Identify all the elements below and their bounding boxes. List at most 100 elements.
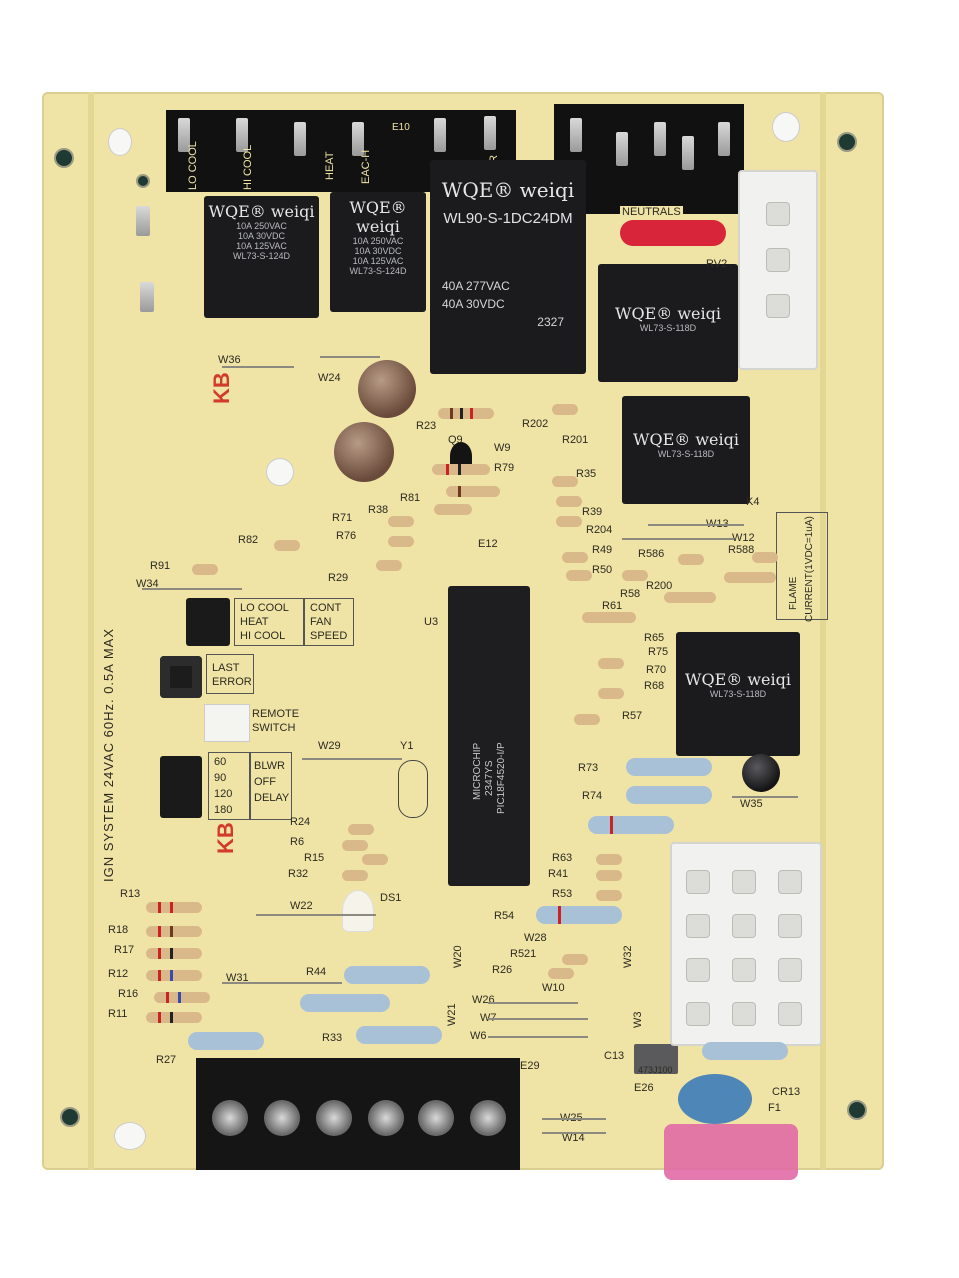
- relay-model: WL73-S-124D: [349, 266, 407, 276]
- silk-label: R16: [118, 988, 139, 1000]
- silk-label: R23: [416, 420, 437, 432]
- relay-rating: 10A 30VDC: [354, 246, 402, 256]
- last-error-button[interactable]: [160, 656, 202, 698]
- spade-terminal[interactable]: [294, 122, 306, 156]
- delay-option: 180: [214, 804, 233, 816]
- molex-connector-top[interactable]: [738, 170, 818, 370]
- spade-terminal[interactable]: [136, 206, 150, 236]
- resistor: [552, 476, 578, 487]
- relay-brand: WQE® weiqi: [685, 670, 791, 689]
- button-label-box: [206, 654, 254, 694]
- remote-switch-connector[interactable]: [204, 704, 250, 742]
- blower-delay-jumper[interactable]: [160, 756, 202, 818]
- spade-terminal[interactable]: [718, 122, 730, 156]
- connector-socket: [732, 958, 756, 982]
- resistor: [146, 1012, 202, 1023]
- terminal-screw[interactable]: [212, 1100, 248, 1136]
- mounting-hole: [54, 148, 74, 168]
- resistor: [582, 612, 636, 623]
- silk-label: R61: [602, 600, 623, 612]
- silk-label: R65: [644, 632, 665, 644]
- blade-fuse-f1[interactable]: [664, 1124, 798, 1180]
- silk-label: R44: [306, 966, 327, 978]
- relay-model: WL73-S-118D: [657, 449, 715, 459]
- jumper-wire: [488, 1002, 578, 1004]
- power-resistor: [300, 994, 390, 1012]
- terminal-screw[interactable]: [418, 1100, 454, 1136]
- power-resistor: [344, 966, 430, 984]
- relay-brand: WQE® weiqi: [349, 198, 407, 236]
- spade-terminal[interactable]: [484, 116, 496, 150]
- jumper-wire: [222, 982, 342, 984]
- silk-label: W35: [740, 798, 763, 810]
- jumper-option: LO COOL: [240, 602, 289, 614]
- relay-k6: WQE® weiqi WL73-S-118D: [676, 632, 800, 756]
- relay-rating: 10A 125VAC: [236, 241, 287, 251]
- jumper-option: HEAT: [240, 616, 269, 628]
- resistor: [598, 658, 624, 669]
- delay-caption: DELAY: [254, 792, 290, 804]
- silk-label: W22: [290, 900, 313, 912]
- remote-switch-label: SWITCH: [252, 722, 296, 734]
- connector-socket: [686, 958, 710, 982]
- varistor-rv2: [620, 220, 726, 246]
- flame-label: FLAME: [788, 576, 799, 610]
- power-resistor: [588, 816, 674, 834]
- spade-terminal[interactable]: [236, 118, 248, 152]
- terminal-screw[interactable]: [368, 1100, 404, 1136]
- spade-terminal[interactable]: [434, 118, 446, 152]
- resistor: [342, 870, 368, 881]
- resistor: [596, 854, 622, 865]
- silk-label: W29: [318, 740, 341, 752]
- silk-label: W24: [318, 372, 341, 384]
- spade-terminal[interactable]: [178, 118, 190, 152]
- spade-terminal[interactable]: [682, 136, 694, 170]
- resistor: [664, 592, 716, 603]
- nylon-standoff: [114, 1122, 146, 1150]
- silk-label: R15: [304, 852, 325, 864]
- silk-label: W10: [542, 982, 565, 994]
- via-hole: [136, 174, 150, 188]
- spade-terminal[interactable]: [352, 122, 364, 156]
- electrolytic-capacitor-small: [742, 754, 780, 792]
- jumper-wire: [302, 758, 402, 760]
- flame-current-label: CURRENT(1VDC=1uA): [804, 516, 815, 622]
- silk-label: R57: [622, 710, 643, 722]
- terminal-screw[interactable]: [264, 1100, 300, 1136]
- spade-terminal[interactable]: [616, 132, 628, 166]
- connector-socket: [686, 1002, 710, 1026]
- power-resistor: [536, 906, 622, 924]
- silk-label: DS1: [380, 892, 402, 904]
- resistor: [388, 536, 414, 547]
- relay-model: WL73-S-118D: [639, 323, 697, 333]
- jumper-caption: CONT: [310, 602, 342, 614]
- molex-connector-12pin[interactable]: [670, 842, 822, 1046]
- spade-terminal[interactable]: [140, 282, 154, 312]
- silk-label: K4: [746, 496, 760, 508]
- relay-rating: 10A 125VAC: [352, 256, 404, 266]
- silk-label: C13: [604, 1050, 625, 1062]
- terminal-screw[interactable]: [470, 1100, 506, 1136]
- terminal-screw[interactable]: [316, 1100, 352, 1136]
- delay-option: 120: [214, 788, 233, 800]
- silk-label: W3: [632, 1011, 644, 1029]
- silk-label: W20: [452, 945, 464, 968]
- connector-socket: [686, 870, 710, 894]
- nylon-standoff: [266, 458, 294, 486]
- spade-terminal[interactable]: [570, 118, 582, 152]
- jumper-wire: [488, 1018, 588, 1020]
- silk-label: W21: [446, 1003, 458, 1026]
- resistor: [678, 554, 704, 565]
- mcu-date-code: 2347YS: [484, 760, 495, 796]
- nylon-standoff: [108, 128, 132, 156]
- relay-k3: WQE® weiqi WL73-S-118D: [598, 264, 738, 382]
- flame-label-box: [776, 512, 828, 620]
- silk-label: R73: [578, 762, 599, 774]
- silk-label: E26: [634, 1082, 654, 1094]
- silk-label: W31: [226, 972, 249, 984]
- ceramic-capacitor: [678, 1074, 752, 1124]
- spade-terminal[interactable]: [654, 122, 666, 156]
- right-rail: [820, 92, 826, 1170]
- fan-speed-jumper[interactable]: [186, 598, 230, 646]
- crystal-y1-footprint: [398, 760, 428, 818]
